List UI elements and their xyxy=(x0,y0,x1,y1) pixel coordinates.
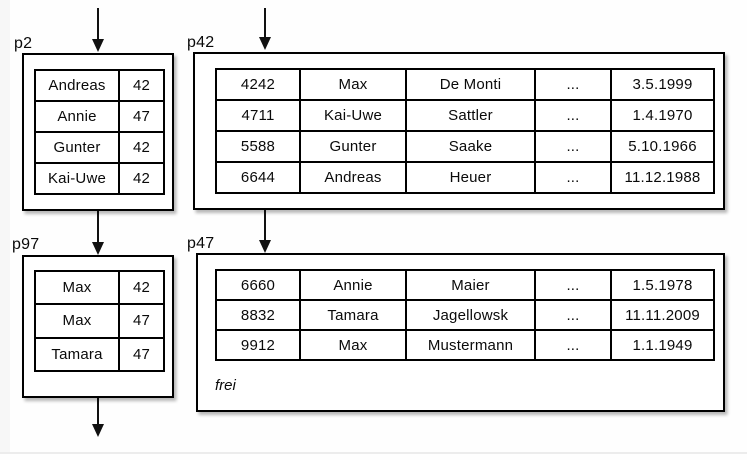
cell-id: 9912 xyxy=(217,331,299,359)
arrow-shaft xyxy=(97,211,99,243)
cell-date: 1.4.1970 xyxy=(612,101,713,130)
cell-key: Andreas xyxy=(36,71,118,100)
page-box-p2: Andreas 42 Annie 47 Gunter 42 Kai-Uwe 42 xyxy=(22,53,174,211)
cell-ellipsis: ... xyxy=(536,163,610,192)
left-edge-strip xyxy=(0,0,10,453)
arrow-head-icon xyxy=(259,240,271,253)
cell-lastname: Jagellowsk xyxy=(407,301,534,329)
cell-lastname: Saake xyxy=(407,132,534,161)
page-table-p2: Andreas 42 Annie 47 Gunter 42 Kai-Uwe 42 xyxy=(34,69,165,195)
cell-lastname: Sattler xyxy=(407,101,534,130)
arrow-head-icon xyxy=(92,39,104,52)
page-box-p42: 4242 Max De Monti ... 3.5.1999 4711 Kai-… xyxy=(193,52,725,210)
arrow-p42-to-p47 xyxy=(259,210,271,253)
cell-ellipsis: ... xyxy=(536,271,610,299)
arrow-head-icon xyxy=(92,242,104,255)
cell-firstname: Kai-Uwe xyxy=(301,101,405,130)
cell-key: Kai-Uwe xyxy=(36,164,118,193)
cell-date: 5.10.1966 xyxy=(612,132,713,161)
arrow-shaft xyxy=(264,8,266,38)
cell-key: Max xyxy=(36,272,118,304)
cell-firstname: Max xyxy=(301,70,405,99)
page-box-p47: 6660 Annie Maier ... 1.5.1978 8832 Tamar… xyxy=(196,253,725,412)
cell-date: 11.11.2009 xyxy=(612,301,713,329)
cell-ellipsis: ... xyxy=(536,101,610,130)
arrow-shaft xyxy=(97,398,99,425)
cell-page-no: 47 xyxy=(120,102,163,131)
arrow-p2-to-p97 xyxy=(92,211,104,255)
cell-ellipsis: ... xyxy=(536,331,610,359)
cell-page-no: 42 xyxy=(120,133,163,162)
arrow-shaft xyxy=(97,8,99,40)
cell-date: 11.12.1988 xyxy=(612,163,713,192)
cell-firstname: Andreas xyxy=(301,163,405,192)
cell-id: 6644 xyxy=(217,163,299,192)
cell-id: 4242 xyxy=(217,70,299,99)
cell-id: 4711 xyxy=(217,101,299,130)
page-table-p47: 6660 Annie Maier ... 1.5.1978 8832 Tamar… xyxy=(215,269,715,361)
cell-lastname: De Monti xyxy=(407,70,534,99)
arrow-into-p42 xyxy=(259,8,271,50)
arrow-head-icon xyxy=(259,37,271,50)
cell-page-no: 47 xyxy=(120,338,163,370)
cell-firstname: Gunter xyxy=(301,132,405,161)
cell-page-no: 42 xyxy=(120,71,163,100)
cell-ellipsis: ... xyxy=(536,132,610,161)
cell-ellipsis: ... xyxy=(536,70,610,99)
cell-page-no: 42 xyxy=(120,164,163,193)
cell-key: Gunter xyxy=(36,133,118,162)
cell-lastname: Heuer xyxy=(407,163,534,192)
cell-id: 8832 xyxy=(217,301,299,329)
arrow-out-of-p97 xyxy=(92,398,104,437)
page-label-p97: p97 xyxy=(12,236,40,253)
cell-ellipsis: ... xyxy=(536,301,610,329)
arrow-shaft xyxy=(264,210,266,241)
cell-page-no: 42 xyxy=(120,272,163,304)
cell-key: Annie xyxy=(36,102,118,131)
page-label-p42: p42 xyxy=(187,34,215,51)
cell-key: Tamara xyxy=(36,338,118,370)
cell-id: 6660 xyxy=(217,271,299,299)
arrow-head-icon xyxy=(92,424,104,437)
page-label-p2: p2 xyxy=(14,35,33,52)
page-box-p97: Max 42 Max 47 Tamara 47 xyxy=(22,255,174,398)
cell-lastname: Maier xyxy=(407,271,534,299)
cell-lastname: Mustermann xyxy=(407,331,534,359)
cell-page-no: 47 xyxy=(120,305,163,337)
cell-date: 1.1.1949 xyxy=(612,331,713,359)
page-table-p97: Max 42 Max 47 Tamara 47 xyxy=(34,270,165,372)
cell-firstname: Tamara xyxy=(301,301,405,329)
cell-id: 5588 xyxy=(217,132,299,161)
page-label-p47: p47 xyxy=(187,235,215,252)
arrow-into-p2 xyxy=(92,8,104,52)
bottom-rule xyxy=(0,452,747,454)
page-table-p42: 4242 Max De Monti ... 3.5.1999 4711 Kai-… xyxy=(215,68,715,194)
free-space-label: frei xyxy=(215,377,236,394)
cell-firstname: Annie xyxy=(301,271,405,299)
cell-date: 3.5.1999 xyxy=(612,70,713,99)
cell-firstname: Max xyxy=(301,331,405,359)
cell-key: Max xyxy=(36,305,118,337)
cell-date: 1.5.1978 xyxy=(612,271,713,299)
